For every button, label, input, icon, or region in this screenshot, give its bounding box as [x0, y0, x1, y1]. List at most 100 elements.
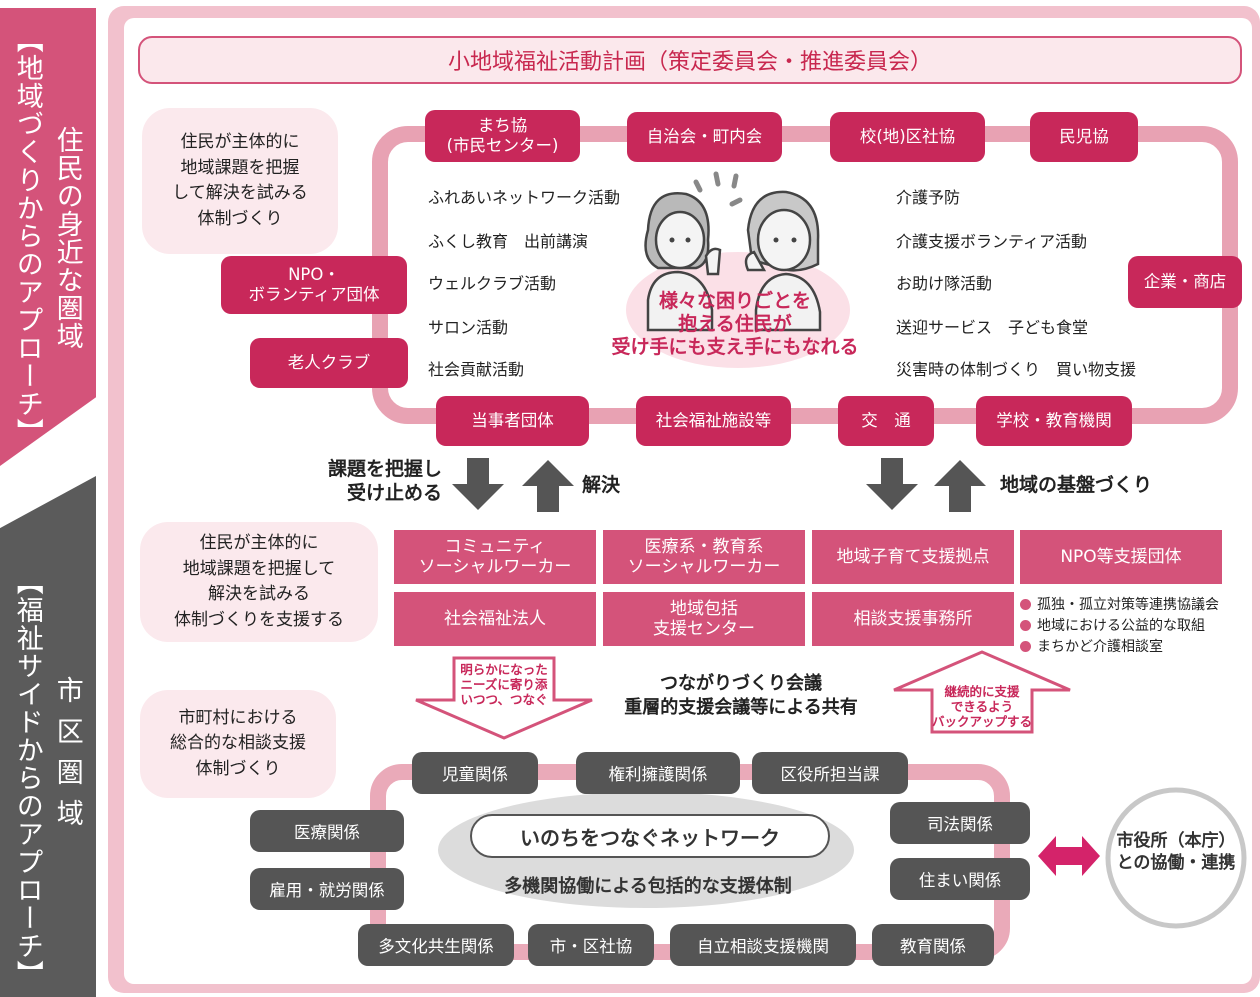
- community-goal-blob: 住民が主体的に 地域課題を把握 して解決を試みる 体制づくり: [142, 108, 338, 254]
- org-label: NPO・: [288, 265, 340, 285]
- support-goal-line: 体制づくりを支援する: [174, 609, 344, 630]
- support-community-sw: コミュニティソーシャルワーカー: [394, 530, 596, 584]
- municipal-goal-blob: 市町村における 総合的な相談支援 体制づくり: [140, 690, 336, 798]
- city-hall-label: 市役所（本庁） との協働・連携: [1104, 830, 1248, 874]
- agency-kuyakusho: 区役所担当課: [752, 752, 908, 794]
- activity-item: ウェルクラブ活動: [428, 274, 557, 293]
- support-kosodate: 地域子育て支援拠点: [812, 530, 1014, 584]
- badge-line: ニーズに寄り添: [460, 677, 548, 692]
- side-banner-welfare-sub: 市区圏域: [51, 676, 83, 840]
- bullet-icon: [1020, 598, 1031, 610]
- side-banner-welfare-title: 【福祉サイドからのアプローチ】: [11, 568, 43, 988]
- bullet-icon: [1020, 640, 1031, 652]
- support-label: 医療系・教育系: [644, 536, 764, 557]
- arrow-down-icon: [866, 458, 918, 510]
- org-kotsu: 交 通: [838, 396, 934, 446]
- support-label: 地域包括: [670, 598, 738, 619]
- support-goal-blob: 住民が主体的に 地域課題を把握して 解決を試みる 体制づくりを支援する: [140, 522, 378, 642]
- municipal-goal-line: 市町村における: [178, 707, 298, 728]
- org-shisetsu: 社会福祉施設等: [636, 396, 791, 446]
- org-label: (市民センター): [446, 136, 559, 155]
- agency-tabunka: 多文化共生関係: [358, 924, 514, 966]
- activity-item: サロン活動: [428, 318, 509, 337]
- note-text: 孤独・孤立対策等連携協議会: [1037, 597, 1219, 613]
- org-kigyo-shoten: 企業・商店: [1128, 256, 1242, 308]
- side-banner-community: 【地域づくりからのアプローチ】 住民の身近な圏域: [0, 8, 96, 466]
- arrow-label-line: 課題を把握し: [327, 458, 442, 480]
- agency-kenri-yogo: 権利擁護関係: [576, 752, 740, 794]
- support-chiiki-houkatsu: 地域包括支援センター: [603, 592, 805, 646]
- support-note: 地域における公益的な取組: [1020, 615, 1205, 635]
- org-minjikyo: 民児協: [1030, 112, 1138, 162]
- support-note: まちかど介護相談室: [1020, 636, 1163, 656]
- agency-shakyo: 市・区社協: [528, 924, 654, 966]
- city-hall-line: 市役所（本庁）: [1116, 831, 1236, 851]
- support-label: コミュニティ: [444, 536, 546, 557]
- support-goal-line: 解決を試みる: [208, 584, 310, 604]
- plan-title: 小地域福祉活動計画（策定委員会・推進委員会）: [138, 36, 1242, 84]
- activity-item: ふくし教育 出前講演: [428, 232, 589, 251]
- agency-iryo: 医療関係: [250, 810, 404, 852]
- side-banner-community-title: 【地域づくりからのアプローチ】: [11, 26, 43, 446]
- org-label: ボランティア団体: [248, 285, 380, 304]
- activity-item: ふれあいネットワーク活動: [428, 188, 621, 207]
- activity-item: 社会貢献活動: [428, 360, 525, 379]
- org-gakko: 学校・教育機関: [976, 396, 1132, 446]
- support-label: 支援センター: [653, 619, 755, 639]
- community-goal-line: して解決を試みる: [172, 183, 308, 203]
- city-hall-circle: [1105, 787, 1247, 929]
- support-note: 孤独・孤立対策等連携協議会: [1020, 594, 1219, 614]
- down-arrow-text: 明らかになった ニーズに寄り添 いつつ、つなぐ: [444, 662, 564, 707]
- badge-line: バックアップする: [931, 714, 1032, 729]
- double-arrow-icon: [1038, 836, 1100, 876]
- community-goal-line: 地域課題を把握: [180, 157, 300, 178]
- city-hall-line: との協働・連携: [1116, 853, 1236, 874]
- activity-item: 災害時の体制づくり 買い物支援: [896, 360, 1137, 379]
- badge-line: 継続的に支援: [944, 684, 1020, 699]
- residents-message-line: 様々な困りごとを: [658, 290, 811, 312]
- support-npo: NPO等支援団体: [1020, 530, 1222, 584]
- arrow-up-icon: [934, 460, 986, 512]
- meeting-line: つながりづくり会議: [660, 673, 822, 694]
- support-label: ソーシャルワーカー: [418, 557, 572, 577]
- residents-illustration: [626, 171, 850, 368]
- badge-line: いつつ、つなぐ: [460, 692, 548, 707]
- arrow-label-grasp: 課題を把握し 受け止める: [306, 458, 442, 506]
- org-kouku-shakyo: 校(地)区社協: [830, 112, 985, 162]
- network-subtitle: 多機関協働による包括的な支援体制: [504, 876, 792, 897]
- meeting-label: つながりづくり会議 重層的支援会議等による共有: [596, 672, 886, 721]
- arrow-label-foundation: 地域の基盤づくり: [1000, 474, 1153, 496]
- org-npo-volunteer: NPO・ボランティア団体: [221, 256, 407, 314]
- agency-jido: 児童関係: [412, 752, 538, 794]
- agency-jiritsu: 自立相談支援機関: [670, 924, 856, 966]
- side-banner-community-sub: 住民の身近な圏域: [51, 126, 83, 350]
- network-title: いのちをつなぐネットワーク: [470, 814, 830, 858]
- arrow-down-icon: [452, 458, 504, 510]
- org-jichikai: 自治会・町内会: [627, 112, 782, 162]
- municipal-goal-line: 体制づくり: [195, 758, 281, 779]
- support-medical-sw: 医療系・教育系ソーシャルワーカー: [603, 530, 805, 584]
- badge-line: 明らかになった: [460, 662, 548, 677]
- municipal-goal-line: 総合的な相談支援: [170, 733, 306, 754]
- bullet-icon: [1020, 619, 1031, 631]
- meeting-line: 重層的支援会議等による共有: [624, 697, 858, 719]
- org-tojisha: 当事者団体: [436, 396, 589, 446]
- community-goal-line: 住民が主体的に: [180, 132, 300, 152]
- org-label: まち協: [477, 116, 528, 136]
- org-rojin-club: 老人クラブ: [250, 338, 408, 388]
- up-arrow-text: 継続的に支援 できるよう バックアップする: [922, 684, 1042, 729]
- agency-sumai: 住まい関係: [890, 858, 1030, 900]
- community-goal-line: 体制づくり: [197, 208, 283, 229]
- residents-message-line: 抱える住民が: [678, 313, 792, 336]
- badge-line: できるよう: [950, 699, 1014, 714]
- down-arrow-badge-icon: [415, 656, 593, 740]
- support-goal-line: 住民が主体的に: [199, 533, 319, 553]
- activity-item: 介護予防: [896, 188, 961, 207]
- activity-item: 送迎サービス 子ども食堂: [896, 318, 1089, 337]
- org-machi-kyo: まち協(市民センター): [425, 110, 580, 162]
- arrow-up-icon: [522, 460, 574, 512]
- residents-message-line: 受け手にも支え手にもなれる: [611, 336, 859, 359]
- agency-shiho: 司法関係: [890, 802, 1030, 844]
- residents-message: 様々な困りごとを 抱える住民が 受け手にも支え手にもなれる: [570, 290, 900, 360]
- arrow-label-solve: 解決: [582, 474, 621, 496]
